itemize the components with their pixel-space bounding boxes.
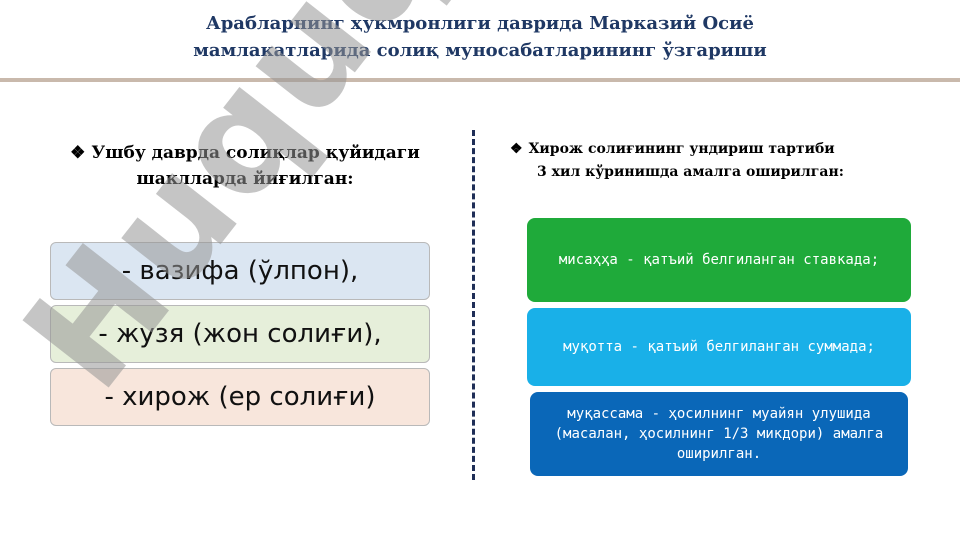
- left-heading-line-1: Ушбу даврда солиқлар қуйидаги: [91, 143, 420, 163]
- khiroj-method-muqotta: муқотта - қатъий белгиланган суммада;: [527, 308, 911, 386]
- diamond-bullet-icon: ❖: [70, 143, 86, 163]
- tax-form-khiroj: - хирож (ер солиғи): [50, 368, 430, 426]
- right-heading-line-2: 3 хил кўринишда амалга оширилган:: [537, 164, 844, 180]
- title-line-2: мамлакатларида солиқ муносабатларининг ў…: [193, 40, 767, 61]
- vertical-dashed-divider: [472, 130, 475, 480]
- tax-form-label: - хирож (ер солиғи): [104, 382, 376, 412]
- tax-form-juzya: - жузя (жон солиғи),: [50, 305, 430, 363]
- left-heading: ❖Ушбу даврда солиқлар қуйидаги шаклларда…: [40, 140, 450, 192]
- tax-form-label: - вазифа (ўлпон),: [121, 256, 359, 286]
- diamond-bullet-icon: ❖: [510, 141, 523, 157]
- khiroj-method-label: мисаҳҳа - қатъий белгиланган ставкада;: [558, 252, 880, 268]
- tax-form-label: - жузя (жон солиғи),: [98, 319, 382, 349]
- tax-form-vazifa: - вазифа (ўлпон),: [50, 242, 430, 300]
- khiroj-method-misahha: мисаҳҳа - қатъий белгиланган ставкада;: [527, 218, 911, 302]
- title-line-1: Арабларнинг ҳукмронлиги даврида Марказий…: [206, 13, 754, 34]
- khiroj-method-label: муқассама - ҳосилнинг муайян улушида (ма…: [554, 406, 884, 462]
- right-heading: ❖ Хирож солиғининг ундириш тартиби 3 хил …: [510, 138, 930, 184]
- title-divider: [0, 78, 960, 82]
- left-heading-line-2: шаклларда йиғилган:: [136, 169, 354, 189]
- khiroj-method-muqassama: муқассама - ҳосилнинг муайян улушида (ма…: [530, 392, 908, 476]
- khiroj-method-label: муқотта - қатъий белгиланган суммада;: [563, 339, 875, 355]
- right-heading-line-1: Хирож солиғининг ундириш тартиби: [528, 141, 835, 157]
- page-title: Арабларнинг ҳукмронлиги даврида Марказий…: [0, 10, 960, 64]
